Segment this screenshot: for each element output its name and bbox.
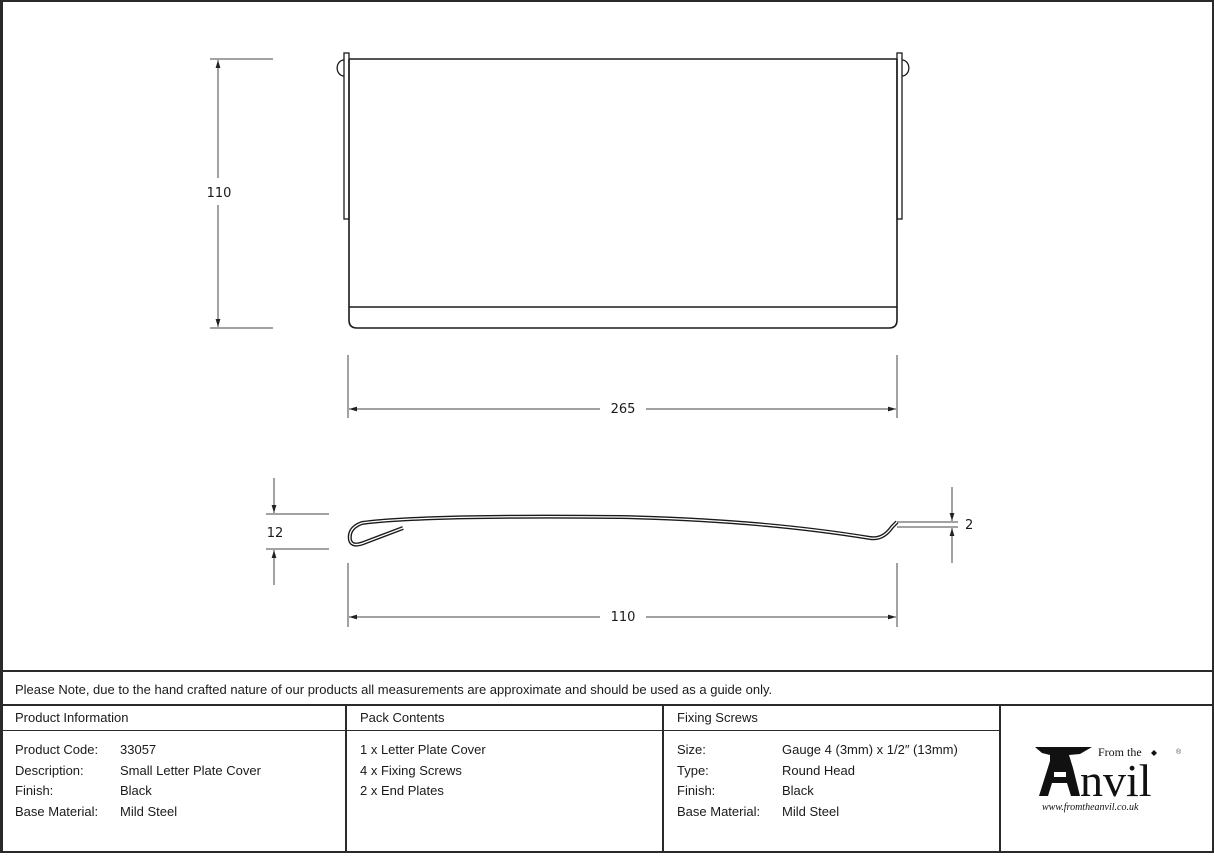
product-code-value: 33057 [120,742,157,757]
pack-contents-section: Pack Contents 1 x Letter Plate Cover 4 x… [347,706,662,853]
logo-from-the: From the [1098,745,1142,759]
anvil-icon [1035,747,1092,796]
tip-dim-label: 2 [965,518,973,533]
front-view [336,52,910,329]
product-information-heading: Product Information [0,706,345,731]
depth-dim-label: 110 [611,610,636,625]
height-dim-label: 110 [207,186,232,201]
finish-value: Black [120,783,152,798]
base-material-value: Mild Steel [120,803,178,819]
depth-dimension [347,563,898,627]
note-row: Please Note, due to the hand crafted nat… [0,670,1214,706]
pack-item: 1 x Letter Plate Cover [360,742,486,757]
logo-brand: nvil [1080,755,1152,806]
finish-row: Finish:Black [15,781,345,802]
width-dimension [347,355,898,418]
thickness-dim-label: 12 [267,526,284,541]
description-row: Description:Small Letter Plate Cover [15,761,345,782]
screw-material-row: Base Material:Mild Steel [677,803,840,819]
approximate-note: Please Note, due to the hand crafted nat… [15,682,773,697]
side-view [347,514,899,547]
pack-item: 2 x End Plates [360,783,444,798]
registered-mark: ® [1176,748,1182,756]
screw-size-row: Size:Gauge 4 (3mm) x 1/2″ (13mm) [677,742,958,757]
logo-url: www.fromtheanvil.co.uk [1042,802,1139,813]
screw-finish-row: Finish:Black [677,783,814,798]
column-divider [662,706,664,853]
description-value: Small Letter Plate Cover [120,762,261,778]
tip-dimension [897,487,958,563]
fixing-screws-section: Fixing Screws Size:Gauge 4 (3mm) x 1/2″ … [664,706,999,853]
thickness-dimension [266,478,329,585]
product-information-section: Product Information Product Code:33057 D… [0,706,345,853]
pack-item: 4 x Fixing Screws [360,762,462,778]
screw-type-row: Type:Round Head [677,762,855,778]
fixing-screws-heading: Fixing Screws [664,706,999,731]
diamond-icon [1151,750,1157,756]
base-material-row: Base Material:Mild Steel [15,802,345,823]
technical-drawing: 110 265 12 2 110 [207,52,973,627]
column-divider [999,706,1001,853]
pack-contents-heading: Pack Contents [347,706,662,731]
column-divider [345,706,347,853]
width-dim-label: 265 [611,402,636,417]
product-code-row: Product Code:33057 [15,740,345,761]
info-panel: Please Note, due to the hand crafted nat… [0,670,1214,853]
from-the-anvil-logo: From the nvil ® www.fromtheanvil.co.uk [1000,706,1214,853]
height-dimension [210,58,273,329]
